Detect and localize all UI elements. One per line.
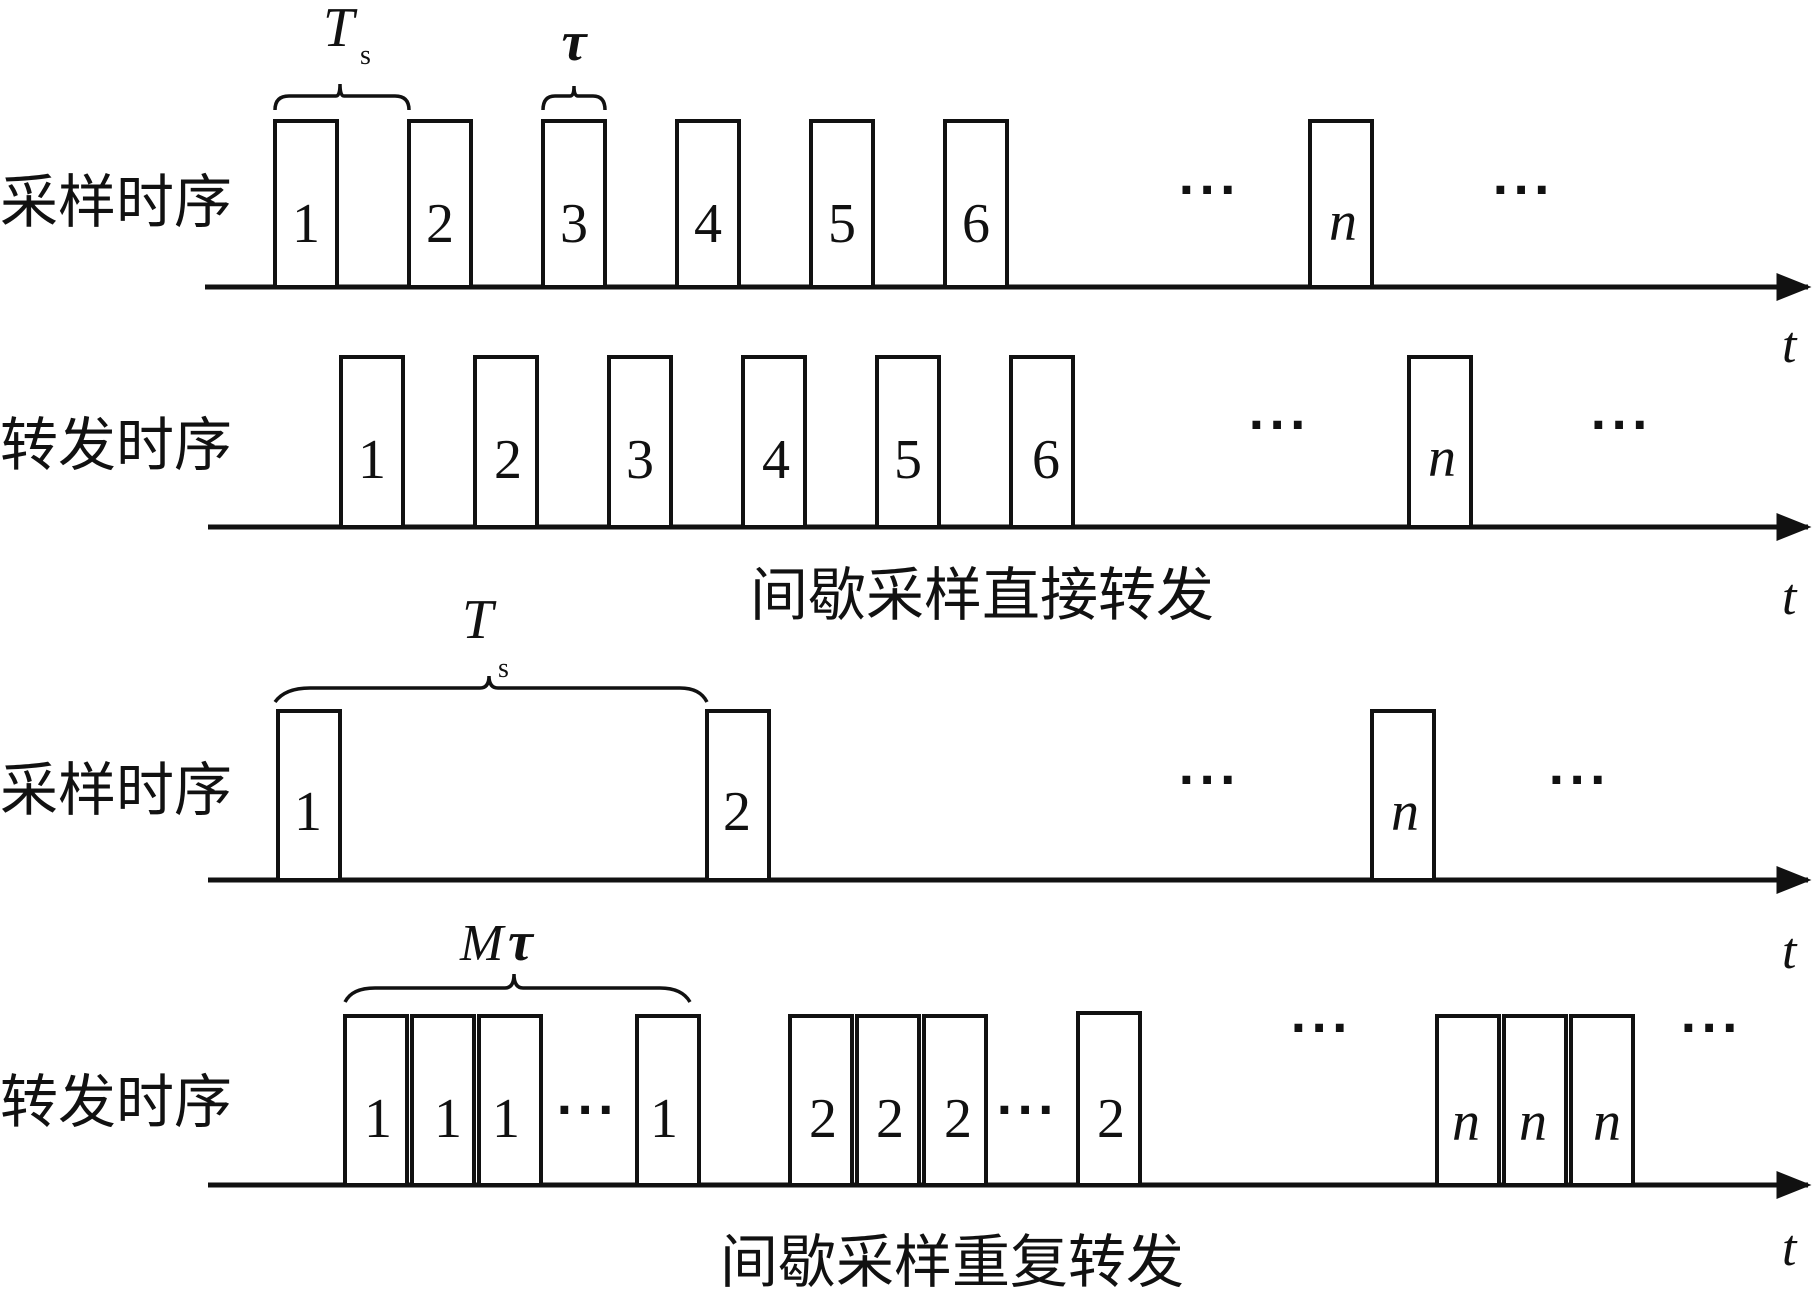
pulse: 2 [922,1014,988,1187]
row-label-sampling: 采样时序 [0,756,232,824]
pulse-label: 1 [492,1088,520,1150]
pulse: 1 [276,709,342,882]
pulse: 3 [541,119,607,289]
pulse: 2 [855,1014,921,1187]
pulse-label: 1 [364,1088,392,1150]
axis-label-t: t [1782,317,1798,374]
repeat-symbol: M [459,915,506,972]
pulse: 4 [741,355,807,529]
pulse-width-annotation: τ [541,11,607,111]
pulse: 3 [607,355,673,529]
pulse: 2 [788,1014,854,1187]
pulse: 2 [705,709,771,882]
pulse-label: 2 [1097,1088,1125,1150]
pulse-label: 1 [650,1088,678,1150]
period-annotation: T s [273,589,709,704]
section-repeat-forwarding: 采样时序 t 1 2 ··· n ··· T s 转发时序 t 1 1 1 ··… [0,589,1812,1293]
pulse: n [1435,1014,1501,1187]
pulse-label: 1 [434,1088,462,1150]
pulse: 2 [473,355,539,529]
pulse-label: 1 [292,193,320,255]
pulse: 1 [339,355,405,529]
pulse-label: 2 [426,193,454,255]
ellipsis: ··· [1492,165,1554,216]
ellipsis: ··· [1590,400,1652,451]
row-sampling-1: 采样时序 t 1 2 3 4 5 6 ··· n ··· T s τ [0,0,1812,374]
pulse-label: n [1452,1091,1480,1153]
pulse-label: 5 [828,193,856,255]
section-caption: 间歇采样直接转发 [750,561,1214,629]
pulse: 5 [809,119,875,289]
pulse-label: 6 [1032,429,1060,491]
pulse: 2 [1076,1011,1142,1187]
pulse: n [1308,119,1374,289]
period-subscript: s [360,40,371,71]
section-caption: 间歇采样重复转发 [720,1228,1184,1293]
pulse-label: 1 [358,429,386,491]
period-annotation: T s [273,0,411,111]
row-forwarding-2: 转发时序 t 1 1 1 ··· 1 M τ 2 2 2 ··· 2 ··· n [0,911,1812,1277]
period-symbol: T [323,0,358,59]
repeat-count-annotation: M τ [343,911,692,1003]
period-symbol: T [462,589,497,651]
pulse-label: 4 [762,429,790,491]
pulse: 4 [675,119,741,289]
pulse: 1 [410,1014,476,1187]
ellipsis: ··· [1290,1003,1352,1054]
axis-label-t: t [1782,1220,1798,1277]
pulse-label: n [1519,1091,1547,1153]
pulse-label: 5 [894,429,922,491]
axis-label-t: t [1782,569,1798,626]
pulse: 5 [875,355,941,529]
ellipsis: ··· [1680,1003,1742,1054]
section-direct-forwarding: 采样时序 t 1 2 3 4 5 6 ··· n ··· T s τ [0,0,1812,629]
pulse-label: 1 [294,781,322,843]
pulse: 2 [407,119,473,289]
row-forwarding-1: 转发时序 t 1 2 3 4 5 6 ··· n ··· [0,355,1812,626]
pulse-label: 2 [723,781,751,843]
pulse: n [1407,355,1473,529]
pulse: 1 [477,1014,543,1187]
pulse: 1 [635,1014,701,1187]
ellipsis: ··· [1548,755,1610,806]
pulse-label: 2 [494,429,522,491]
pulse-label: 6 [962,193,990,255]
pulse-label: n [1329,191,1357,253]
ellipsis: ··· [1178,755,1240,806]
pulse-label: 4 [694,193,722,255]
pulse-label: 2 [944,1088,972,1150]
pulse: 1 [273,119,339,289]
ellipsis: ··· [556,1085,618,1136]
pulse: 1 [343,1014,409,1187]
pulse: 6 [943,119,1009,289]
pulse: n [1569,1014,1635,1187]
ellipsis: ··· [1248,400,1310,451]
pulse-label: n [1593,1091,1621,1153]
row-label-forwarding: 转发时序 [0,411,232,479]
row-sampling-2: 采样时序 t 1 2 ··· n ··· T s [0,589,1812,980]
ellipsis: ··· [996,1085,1058,1136]
repeat-tau: τ [508,911,535,973]
pulse-label: 3 [626,429,654,491]
row-label-sampling: 采样时序 [0,168,232,236]
pulse-label: 2 [809,1088,837,1150]
pulse-label: n [1391,781,1419,843]
pulse: n [1502,1014,1568,1187]
period-subscript: s [498,653,509,684]
row-label-forwarding: 转发时序 [0,1068,232,1136]
pulse-label: 3 [560,193,588,255]
pulse-label: n [1428,427,1456,489]
tau-symbol: τ [562,11,589,73]
ellipsis: ··· [1178,165,1240,216]
pulse: 6 [1009,355,1075,529]
axis-label-t: t [1782,923,1798,980]
pulse-label: 2 [876,1088,904,1150]
pulse: n [1370,709,1436,882]
